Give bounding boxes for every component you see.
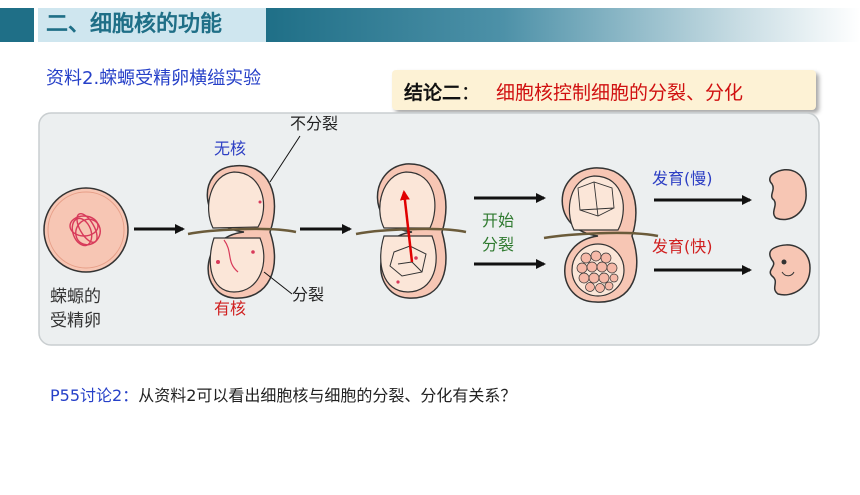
nucleus-migration-arrow xyxy=(399,190,414,263)
label-start-line2: 分裂 xyxy=(482,235,514,254)
label-has-nucleus: 有核 xyxy=(214,299,246,318)
egg-label-line2: 受精卵 xyxy=(50,311,101,331)
constricted-egg-3 xyxy=(543,167,659,303)
conclusion-colon: ： xyxy=(461,82,481,104)
header-title: 二、细胞核的功能 xyxy=(46,12,223,37)
label-develop-slow: 发育(慢) xyxy=(652,169,713,188)
embryo-fast xyxy=(769,244,811,296)
constricted-egg-2 xyxy=(355,163,467,299)
conclusion-label: 结论二： xyxy=(404,78,480,105)
conclusion-text: 细胞核控制细胞的分裂、分化 xyxy=(496,82,744,104)
label-start-line1: 开始 xyxy=(482,211,514,230)
discussion-label: P55讨论2： xyxy=(50,386,139,405)
header-accent-block xyxy=(0,8,34,42)
embryo-slow xyxy=(769,169,807,221)
egg-label-line1: 蝾螈的 xyxy=(50,287,101,307)
dividing-cells xyxy=(576,250,619,293)
conclusion-label-text: 结论二 xyxy=(404,82,462,104)
label-division: 分裂 xyxy=(292,285,324,304)
fertilized-egg xyxy=(43,187,129,273)
pointer-division xyxy=(263,271,293,295)
header-title-bar xyxy=(38,8,266,42)
label-no-nucleus: 无核 xyxy=(214,139,246,158)
label-develop-fast: 发育(快) xyxy=(652,237,713,256)
conclusion-box: 结论二： 细胞核控制细胞的分裂、分化 xyxy=(392,70,816,110)
constricted-egg-1 xyxy=(187,165,297,299)
discussion-question: P55讨论2：从资料2可以看出细胞核与细胞的分裂、分化有关系？ xyxy=(50,382,516,406)
egg-nucleus xyxy=(69,213,101,247)
experiment-diagram: 蝾螈的 受精卵 无核 不分裂 有核 分裂 开始 分裂 xyxy=(38,112,820,346)
label-no-division: 不分裂 xyxy=(290,114,338,133)
material-title: 资料2.蝾螈受精卵横缢实验 xyxy=(46,68,262,89)
header-gradient-bar xyxy=(266,8,860,42)
discussion-text: 从资料2可以看出细胞核与细胞的分裂、分化有关系？ xyxy=(138,386,517,405)
pointer-no-division xyxy=(269,135,301,183)
